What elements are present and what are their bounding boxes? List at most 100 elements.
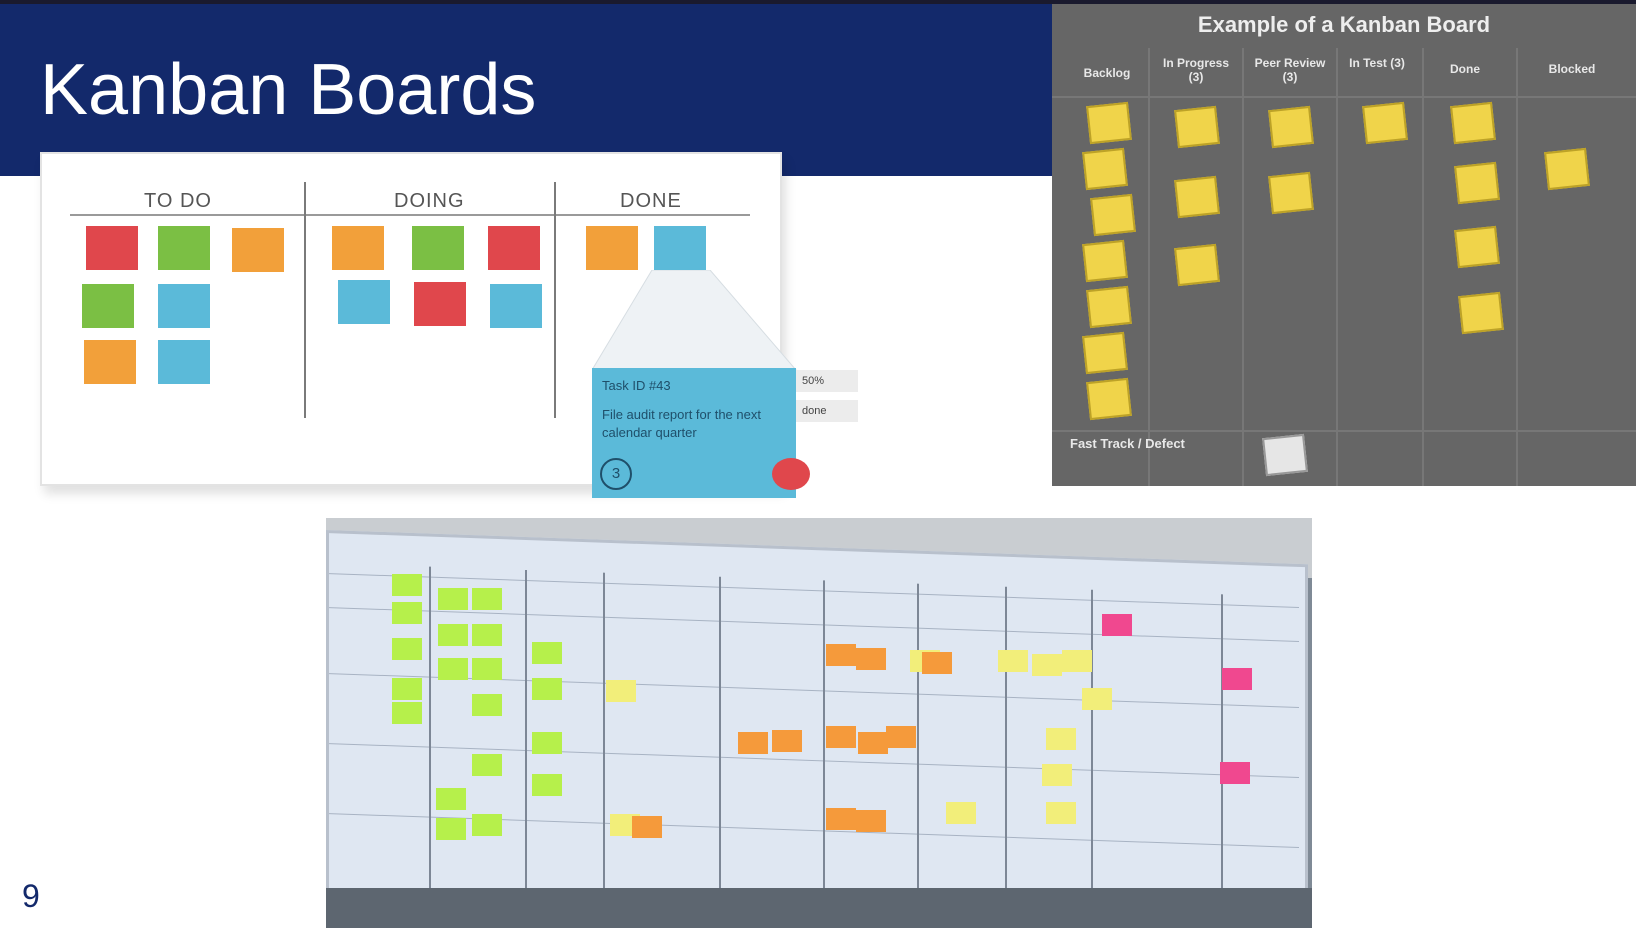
sticky-note [338, 280, 390, 324]
sticky-note [436, 818, 466, 840]
column-divider [304, 182, 306, 418]
header-divider [1052, 96, 1636, 98]
column-divider [1336, 48, 1338, 486]
sticky-note [1046, 802, 1076, 824]
sticky-note [392, 638, 422, 660]
sticky-note [946, 802, 976, 824]
whiteboard-kanban-photo [326, 518, 1312, 928]
task-detail-card: Task ID #43 File audit report for the ne… [592, 368, 796, 498]
sticky-note [436, 788, 466, 810]
sticky-note [158, 284, 210, 328]
column-header: Peer Review (3) [1254, 56, 1326, 84]
board-column-line [525, 569, 527, 901]
sticky-note [826, 644, 856, 666]
board-column-line [1221, 594, 1223, 925]
column-divider [1516, 48, 1518, 486]
sticky-note [1032, 654, 1062, 676]
sticky-note [472, 624, 502, 646]
task-card [1454, 225, 1500, 269]
task-badge: 3 [600, 458, 632, 490]
column-todo-header: TO DO [144, 190, 212, 212]
task-card [1082, 147, 1128, 191]
sticky-note [1102, 614, 1132, 636]
task-card [1086, 285, 1132, 329]
top-rule [0, 0, 1636, 4]
sticky-note [472, 814, 502, 836]
sticky-note [738, 732, 768, 754]
sticky-note [886, 726, 916, 748]
task-description-text: File audit report for the next calendar … [602, 407, 761, 440]
sticky-note [438, 658, 468, 680]
swimlane-divider [1052, 430, 1636, 432]
sticky-note [606, 680, 636, 702]
task-card [1086, 377, 1132, 421]
board-column-line [603, 572, 605, 903]
red-marker-dot [772, 458, 810, 490]
sticky-note [412, 226, 464, 270]
column-divider [1148, 48, 1150, 486]
sticky-note [1082, 688, 1112, 710]
column-done-header: DONE [620, 190, 682, 212]
side-label: done [796, 400, 858, 422]
column-header: Done [1450, 62, 1480, 76]
sticky-note [858, 732, 888, 754]
task-card [1362, 101, 1408, 145]
sticky-note [392, 678, 422, 700]
sticky-note [532, 732, 562, 754]
sticky-note [158, 226, 210, 270]
task-id-text: Task ID #43 [602, 378, 671, 393]
task-card [1090, 193, 1136, 237]
zoom-callout-cone [592, 270, 797, 370]
title-band: Kanban Boards [0, 4, 1052, 176]
sticky-note [772, 730, 802, 752]
sticky-note [158, 340, 210, 384]
column-header: In Test (3) [1349, 56, 1405, 70]
defect-card [1262, 433, 1308, 477]
example-kanban-board-image: Example of a Kanban Board Backlog In Pro… [1052, 4, 1636, 486]
sticky-note [472, 754, 502, 776]
task-card [1268, 105, 1314, 149]
column-header: In Progress (3) [1162, 56, 1230, 84]
slide-title: Kanban Boards [40, 50, 537, 130]
sticky-note [472, 694, 502, 716]
swimlane-label: Fast Track / Defect [1070, 436, 1185, 451]
sticky-note [654, 226, 706, 270]
task-card [1082, 331, 1128, 375]
sticky-note [826, 726, 856, 748]
task-card [1454, 161, 1500, 205]
sticky-note [414, 282, 466, 326]
column-divider [554, 182, 556, 418]
column-divider [1422, 48, 1424, 486]
column-header: Blocked [1548, 62, 1596, 76]
task-card [1544, 147, 1590, 191]
sticky-note [922, 652, 952, 674]
board-column-line [429, 566, 431, 897]
sticky-note [84, 340, 136, 384]
board-column-line [917, 583, 919, 914]
sticky-note [332, 226, 384, 270]
task-card [1174, 105, 1220, 149]
task-card [1268, 171, 1314, 215]
task-card [1082, 239, 1128, 283]
sticky-note [488, 226, 540, 270]
sticky-note [856, 810, 886, 832]
task-card [1458, 291, 1504, 335]
sticky-note [392, 602, 422, 624]
sticky-note [1042, 764, 1072, 786]
sticky-note [392, 702, 422, 724]
sticky-note [826, 808, 856, 830]
board-column-line [1091, 589, 1093, 920]
sticky-note [86, 226, 138, 270]
column-doing-header: DOING [394, 190, 465, 212]
sticky-note [82, 284, 134, 328]
task-card [1174, 243, 1220, 287]
side-label: 50% [796, 370, 858, 392]
task-card [1450, 101, 1496, 145]
board-column-line [823, 580, 825, 911]
task-card [1174, 175, 1220, 219]
sticky-note [586, 226, 638, 270]
sticky-note [532, 678, 562, 700]
board-column-line [1005, 586, 1007, 917]
sticky-note [232, 228, 284, 272]
sticky-note [532, 642, 562, 664]
